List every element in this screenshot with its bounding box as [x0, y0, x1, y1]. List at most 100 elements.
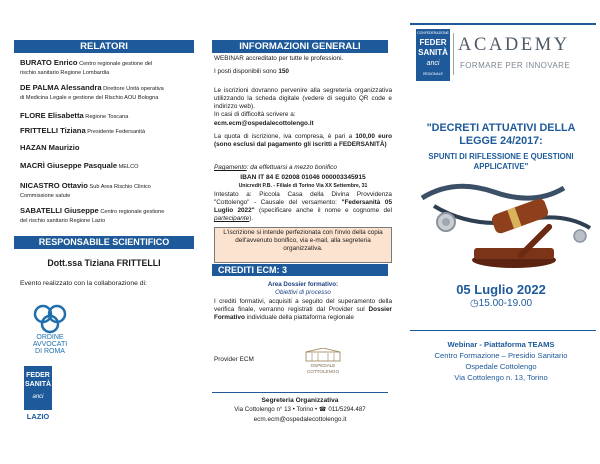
speaker-item: SABATELLI Giuseppe Centro regionale gest…	[20, 205, 195, 225]
speaker-role-line2: rischio sanitario Regione Lombardia	[20, 69, 110, 76]
venue-line2: Ospedale Cottolengo	[465, 362, 537, 371]
federsanita-confed-logo: CONFEDERAZIONE FEDER SANITÀ anci REGIONA…	[416, 29, 450, 81]
area-label: Area Dossier formativo:	[267, 281, 339, 288]
column-info: INFORMAZIONI GENERALI WEBINAR accreditat…	[200, 0, 400, 464]
segreteria-rule	[212, 392, 388, 393]
federsanita-lazio-logo: FEDER SANITÀ anci	[24, 366, 52, 410]
speaker-role-line2: Commissione salute	[20, 192, 71, 199]
iban: IBAN IT 84 E 02008 01046 000003345915	[240, 174, 366, 181]
responsabile-header: RESPONSABILE SCIENTIFICO	[14, 236, 194, 249]
fed-confed-line2: SANITÀ	[418, 48, 448, 57]
speaker-name: NICASTRO Ottavio	[20, 181, 88, 190]
posti-label: I posti disponibili sono	[214, 68, 279, 75]
speaker-item: HAZAN Maurizio	[20, 142, 195, 154]
speaker-name: MACRÌ Giuseppe Pasquale	[20, 161, 118, 170]
clock-icon: ◷	[469, 298, 479, 309]
perfezionata-box: L'iscrizione si intende perfezionata con…	[214, 227, 392, 263]
intestato-causale: "Federsanità 05 Luglio 2022"	[214, 199, 392, 215]
column-speakers: RELATORI BURATO Enrico Centro regionale …	[0, 0, 200, 464]
quota-text2: (sono esclusi dal pagamento gli iscritti…	[214, 141, 387, 149]
posti-value: 150	[278, 68, 289, 75]
speaker-item: MACRÌ Giuseppe Pasquale MELCO	[20, 160, 195, 172]
speaker-role: Presidente Federsanità	[85, 129, 146, 135]
iscrizioni-text: Le iscrizioni dovranno pervenire alla se…	[214, 87, 392, 111]
quota-text: La quota di iscrizione, iva compresa, è …	[214, 133, 392, 149]
speaker-name: BURATO Enrico	[20, 58, 78, 67]
speaker-item: NICASTRO Ottavio Sub Area Rischio Clinic…	[20, 180, 195, 200]
fed-lazio-line3: anci	[32, 394, 44, 400]
contact-email[interactable]: ecm.ecm@ospedalecottolengo.it	[214, 120, 314, 127]
speaker-name: FLORE Elisabetta	[20, 111, 84, 120]
event-subtitle-line1: SPUNTI DI RIFLESSIONE E QUESTIONI	[428, 152, 574, 161]
speaker-role: Centro regionale gestione	[98, 209, 165, 215]
fed-confed-top: CONFEDERAZIONE	[417, 31, 449, 35]
speaker-item: BURATO Enrico Centro regionale gestione …	[20, 57, 195, 77]
speaker-role: Direttore Unità operativa	[101, 86, 164, 92]
speaker-role-line2: di Medicina Legale e gestione del Rischi…	[20, 94, 159, 101]
segreteria-address: Via Cottolengo n° 13 • Torino • ☎ 011/52…	[234, 406, 366, 413]
speaker-item: DE PALMA Alessandra Direttore Unità oper…	[20, 82, 195, 102]
intestato-text: Intestato a: Piccola Casa della Divina P…	[214, 191, 392, 223]
intestato-partecipante: partecipante	[214, 215, 250, 223]
quota-value: 100,00 euro	[355, 133, 392, 140]
responsabile-name: Dott.ssa Tiziana FRITTELLI	[47, 258, 161, 268]
academy-subtitle: FORMARE PER INNOVARE	[460, 61, 571, 70]
speaker-role: MELCO	[117, 164, 139, 170]
event-date: 05 Luglio 2022	[456, 282, 546, 297]
webinar-title: Webinar - Piattaforma TEAMS	[447, 340, 555, 349]
cottolengo-logo: OSPEDALE COTTOLENGO	[300, 348, 346, 376]
ordine-logo-line3: DI ROMA	[35, 348, 65, 355]
column-cover: CONFEDERAZIONE FEDER SANITÀ anci REGIONA…	[400, 0, 600, 464]
pagamento-line: Pagamento: da effettuarsi a mezzo bonifi…	[214, 164, 392, 172]
ordine-logo-line1: ORDINE	[36, 334, 64, 341]
quota-text1: La quota di iscrizione, iva compresa, è …	[214, 133, 353, 140]
ordine-logo-line2: AVVOCATI	[32, 341, 68, 348]
webinar-line: WEBINAR accreditato per tutte le profess…	[214, 55, 344, 62]
fed-confed-line3: anci	[426, 60, 440, 67]
crediti-header: CREDITI ECM: 3	[212, 264, 388, 276]
speaker-name: SABATELLI Giuseppe	[20, 206, 99, 215]
fed-lazio-line2: SANITÀ	[24, 381, 52, 388]
fed-lazio-line1: FEDER	[26, 372, 50, 379]
event-title-line2: LEGGE 24/2017:	[459, 135, 543, 147]
mid-rule	[410, 330, 596, 331]
speaker-role: Centro regionale gestione del	[77, 61, 153, 67]
intestato-text3: ).	[249, 215, 254, 223]
fed-confed-bottom: REGIONALE	[423, 72, 443, 76]
top-rule	[410, 23, 596, 25]
info-header: INFORMAZIONI GENERALI	[212, 40, 388, 53]
ordine-emblem-icon	[33, 304, 67, 334]
speaker-role-line2: del rischio sanitario Regione Lazio	[20, 217, 106, 224]
cottolengo-logo-line1: OSPEDALE	[310, 363, 336, 368]
intestato-text1: Intestato a: Piccola Casa della Divina P…	[214, 191, 392, 207]
provider-label: Provider ECM	[214, 356, 254, 363]
posti-line: I posti disponibili sono 150	[214, 68, 392, 76]
cottolengo-building-icon	[305, 348, 341, 362]
segreteria-title: Segreteria Organizzativa	[261, 397, 339, 404]
segreteria-email[interactable]: ecm.ecm@ospedalecottolengo.it	[253, 416, 347, 423]
ordine-avvocati-logo: ORDINE AVVOCATI DI ROMA	[22, 302, 78, 358]
gavel-stethoscope-illustration	[420, 183, 592, 268]
speaker-name: DE PALMA Alessandra	[20, 83, 102, 92]
crediti-text1: I crediti formativi, acquisiti a seguito…	[214, 298, 392, 314]
difficolta-text: In casi di difficoltà scrivere a:	[214, 111, 296, 118]
academy-logo-divider	[453, 33, 454, 75]
event-title-line1: "DECRETI ATTUATIVI DELLA	[426, 122, 576, 134]
speaker-role: Sub Area Rischio Clinico	[87, 184, 151, 190]
cottolengo-logo-line2: COTTOLENGO	[306, 369, 340, 374]
event-time: 15.00-19.00	[478, 298, 533, 309]
speaker-name: HAZAN Maurizio	[20, 143, 80, 152]
event-time-row: ◷15.00-19.00	[406, 298, 596, 309]
pagamento-label: Pagamento	[214, 164, 247, 171]
fed-confed-line1: FEDER	[419, 38, 447, 47]
event-subtitle-line2: APPLICATIVE"	[473, 162, 529, 171]
speaker-name: FRITTELLI Tiziana	[20, 126, 86, 135]
pagamento-text: : da effettuarsi a mezzo bonifico	[246, 164, 337, 171]
speaker-item: FLORE Elisabetta Regione Toscana	[20, 110, 195, 122]
fed-lazio-region: LAZIO	[26, 412, 50, 421]
collab-text: Evento realizzato con la collaborazione …	[20, 280, 147, 287]
academy-title: ACADEMY	[458, 35, 570, 55]
venue-line3: Via Cottolengo n. 13, Torino	[454, 373, 548, 382]
speaker-role: Regione Toscana	[83, 114, 129, 120]
crediti-dossier: Dossier Formativo	[214, 306, 392, 322]
